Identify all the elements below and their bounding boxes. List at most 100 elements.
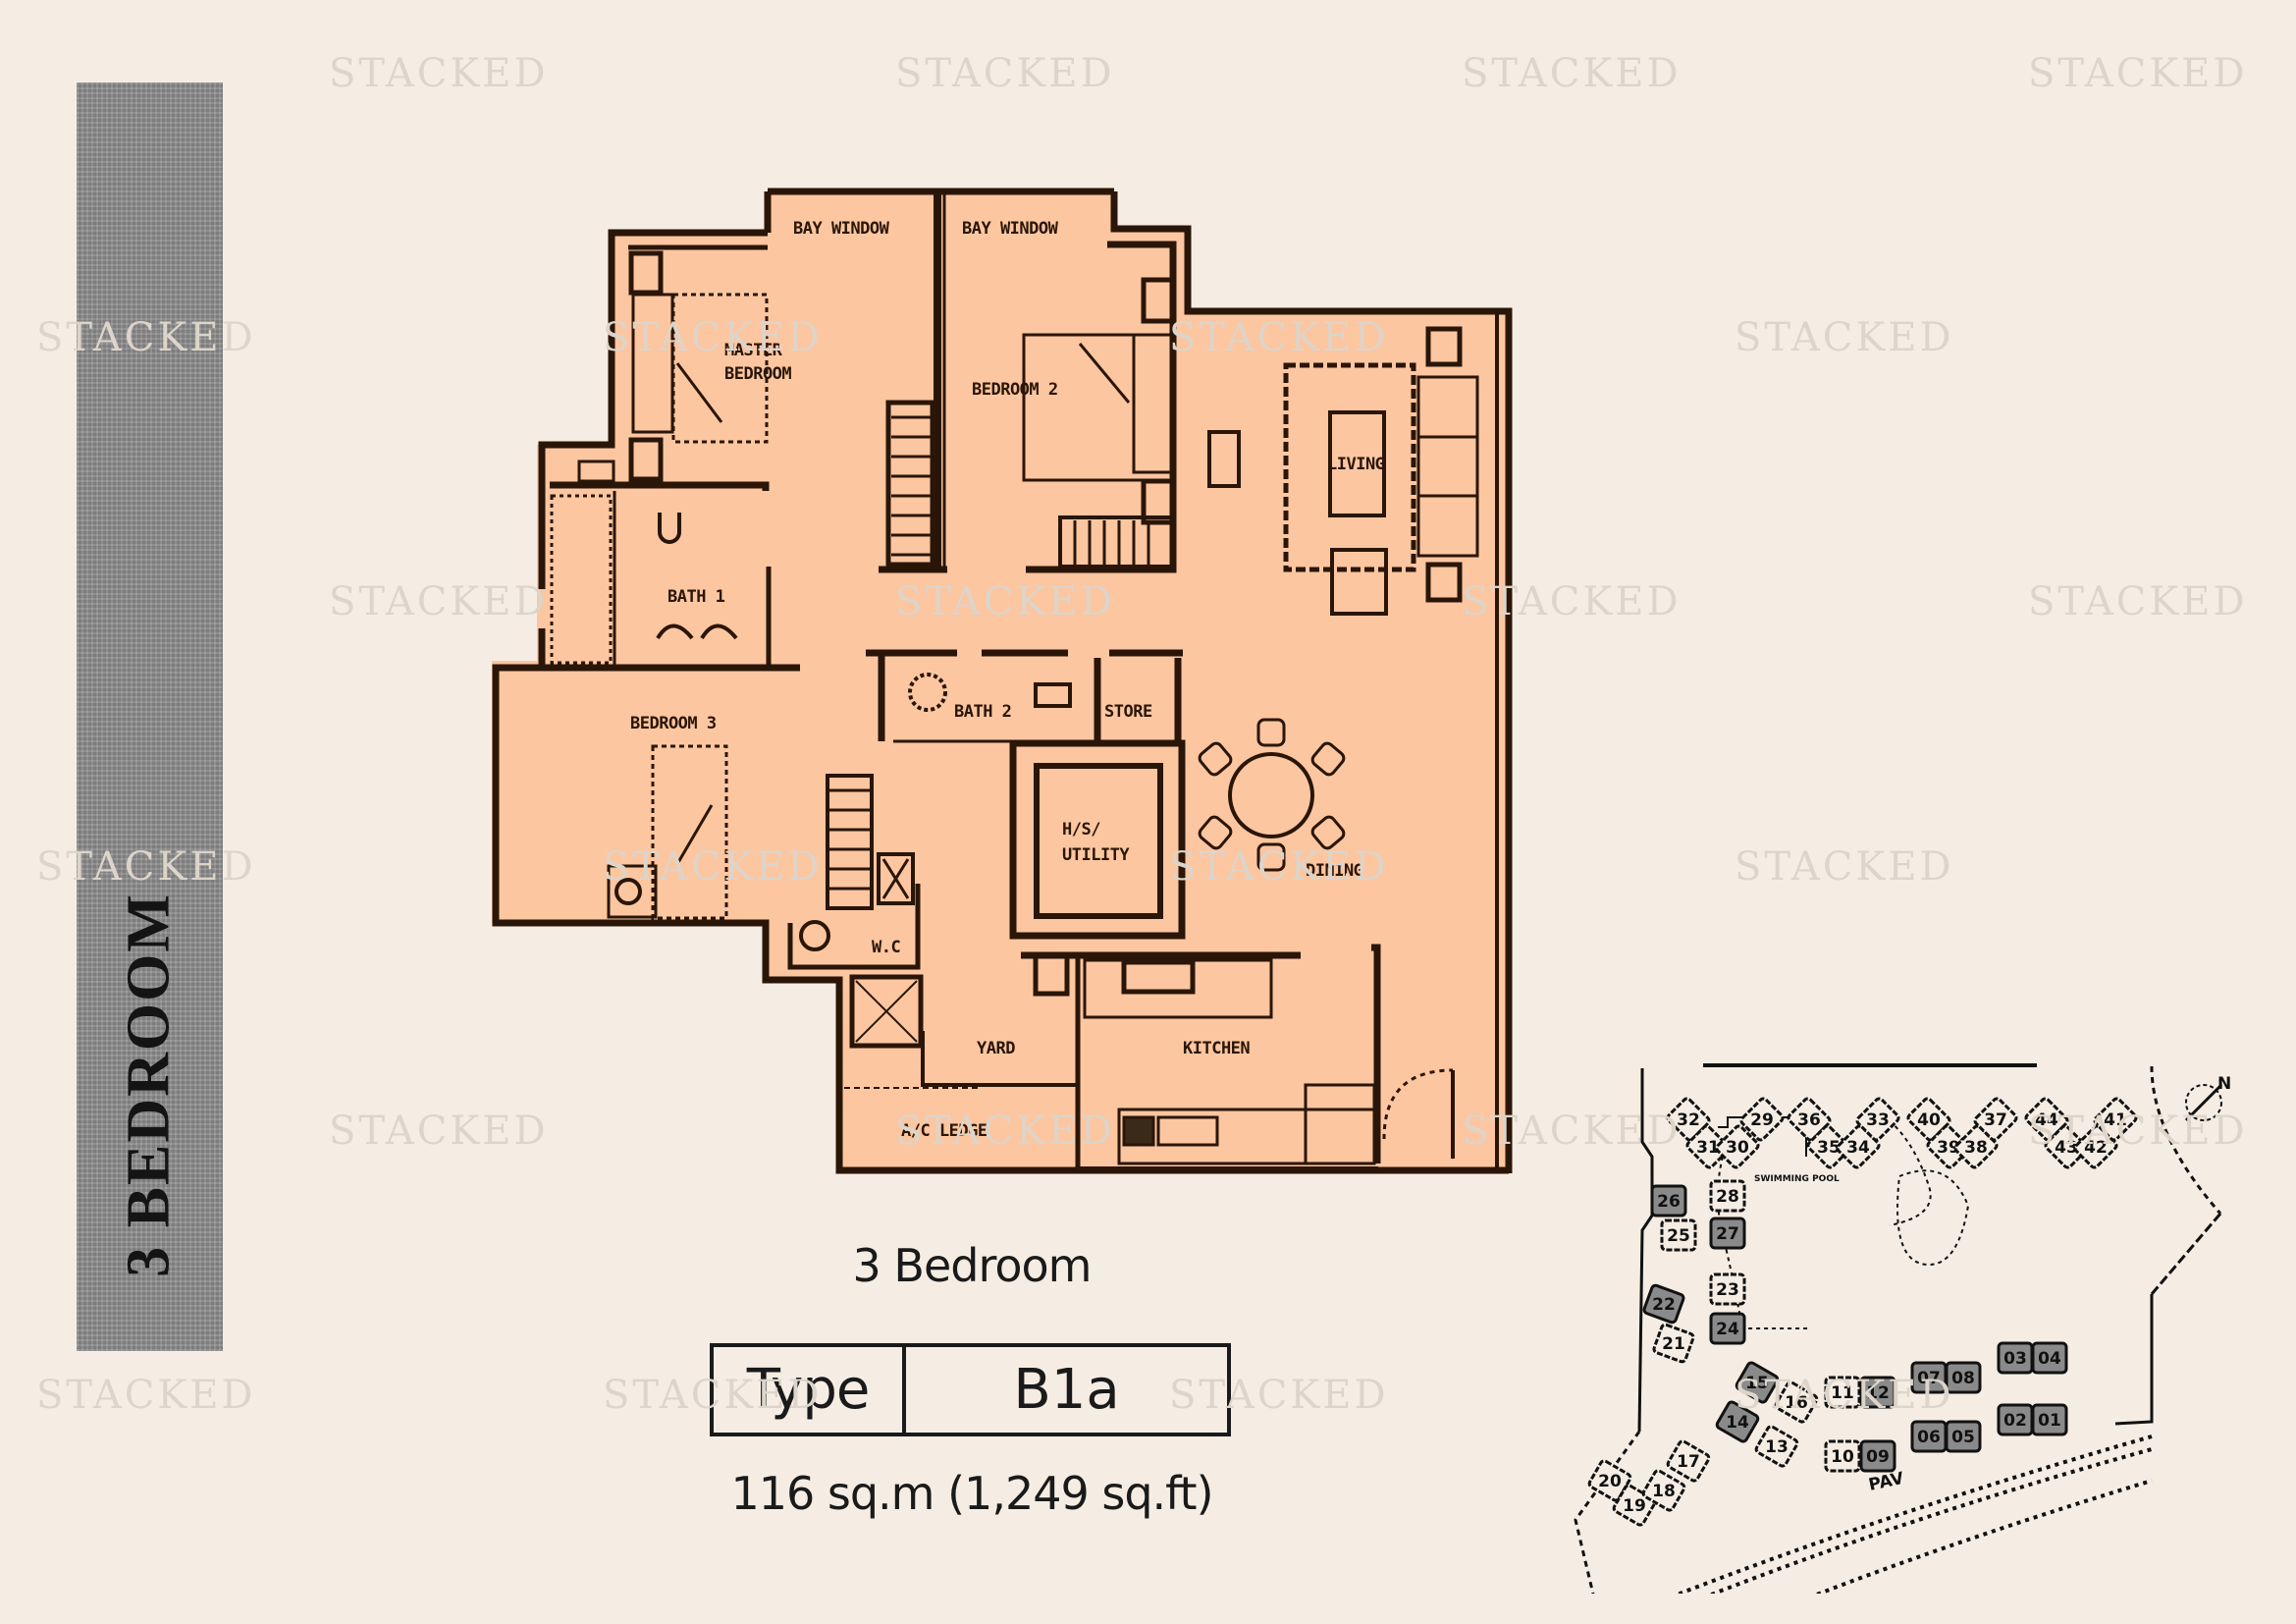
- unit-type-value: B1a: [1013, 1358, 1120, 1422]
- svg-text:30: 30: [1726, 1138, 1749, 1158]
- label-bedroom-2: BEDROOM 2: [972, 380, 1058, 400]
- site-block: 07: [1910, 1361, 1948, 1394]
- svg-text:14: 14: [1726, 1413, 1749, 1433]
- unit-type-label: Type: [714, 1347, 906, 1433]
- label-bath-1: BATH 1: [667, 587, 725, 607]
- label-bay-window-1: BAY WINDOW: [793, 219, 890, 239]
- label-kitchen: KITCHEN: [1183, 1039, 1250, 1058]
- svg-text:03: 03: [2003, 1349, 2027, 1369]
- site-block: 36: [1787, 1097, 1832, 1142]
- svg-text:10: 10: [1831, 1447, 1854, 1467]
- site-block: 10: [1824, 1439, 1861, 1473]
- svg-text:39: 39: [1937, 1138, 1960, 1158]
- site-block: 33: [1855, 1097, 1900, 1142]
- site-block: 31: [1685, 1124, 1731, 1169]
- unit-type-box: Type B1a: [710, 1343, 1231, 1436]
- svg-text:38: 38: [1964, 1138, 1988, 1158]
- site-pool-label: SWIMMING POOL: [1754, 1174, 1840, 1184]
- label-master-bedroom-2: BEDROOM: [724, 364, 791, 384]
- svg-text:26: 26: [1657, 1192, 1681, 1212]
- site-block: 23: [1709, 1272, 1746, 1306]
- site-block: 14: [1715, 1400, 1760, 1443]
- svg-text:31: 31: [1696, 1138, 1720, 1158]
- site-block: 34: [1836, 1124, 1881, 1169]
- site-block: 26: [1650, 1184, 1687, 1218]
- floor-plan-labels: BAY WINDOW BAY WINDOW MASTER BEDROOM BED…: [630, 219, 1385, 1141]
- svg-text:19: 19: [1623, 1496, 1646, 1516]
- label-dining: DINING: [1306, 861, 1363, 881]
- site-block: 12: [1859, 1376, 1896, 1409]
- label-store: STORE: [1104, 702, 1152, 722]
- site-block: 15: [1735, 1361, 1780, 1404]
- compass-north-label: N: [2217, 1074, 2231, 1094]
- unit-caption: 3 Bedroom: [852, 1239, 1093, 1292]
- svg-text:22: 22: [1652, 1295, 1676, 1315]
- site-block: 25: [1660, 1218, 1697, 1252]
- site-block: 16: [1774, 1380, 1819, 1424]
- svg-text:06: 06: [1917, 1428, 1941, 1447]
- site-block: 08: [1945, 1361, 1982, 1394]
- svg-text:42: 42: [2084, 1138, 2108, 1158]
- svg-text:41: 41: [2104, 1110, 2127, 1130]
- label-yard: YARD: [977, 1039, 1015, 1058]
- svg-text:43: 43: [2055, 1138, 2078, 1158]
- svg-text:01: 01: [2038, 1411, 2061, 1431]
- svg-text:15: 15: [1745, 1374, 1769, 1393]
- site-block: 11: [1824, 1376, 1861, 1409]
- svg-text:44: 44: [2035, 1110, 2058, 1130]
- label-bedroom-3: BEDROOM 3: [630, 714, 717, 733]
- svg-text:16: 16: [1785, 1393, 1808, 1413]
- site-block: 09: [1859, 1439, 1896, 1473]
- label-bath-2: BATH 2: [954, 702, 1011, 722]
- compass-icon: N: [2184, 1074, 2231, 1122]
- label-master-bedroom-1: MASTER: [724, 341, 783, 360]
- svg-text:37: 37: [1984, 1110, 2007, 1130]
- side-title-bar: [77, 82, 223, 1351]
- svg-text:20: 20: [1598, 1472, 1622, 1491]
- site-block: 39: [1926, 1124, 1971, 1169]
- site-block: 04: [2031, 1341, 2068, 1375]
- svg-text:18: 18: [1652, 1482, 1676, 1501]
- svg-text:12: 12: [1866, 1383, 1890, 1403]
- svg-text:09: 09: [1866, 1447, 1890, 1467]
- floor-plan-walls: [492, 188, 1513, 1174]
- svg-text:13: 13: [1765, 1437, 1789, 1457]
- site-block: 02: [1997, 1403, 2034, 1436]
- site-block: 03: [1997, 1341, 2034, 1375]
- site-block: 29: [1739, 1097, 1785, 1142]
- site-block: 30: [1715, 1124, 1760, 1169]
- site-block: 35: [1806, 1124, 1851, 1169]
- svg-text:25: 25: [1667, 1226, 1690, 1246]
- site-block: 17: [1666, 1439, 1711, 1483]
- site-block: 27: [1709, 1217, 1746, 1250]
- site-block: 06: [1910, 1420, 1948, 1453]
- svg-text:24: 24: [1716, 1320, 1739, 1339]
- site-block: 37: [1973, 1097, 2018, 1142]
- svg-text:21: 21: [1662, 1334, 1685, 1354]
- svg-text:27: 27: [1716, 1224, 1739, 1244]
- label-household-shelter-2: UTILITY: [1062, 845, 1130, 865]
- svg-text:11: 11: [1831, 1383, 1854, 1403]
- site-block: 20: [1587, 1459, 1632, 1502]
- site-block: 24: [1709, 1312, 1746, 1345]
- svg-text:07: 07: [1917, 1369, 1941, 1388]
- floor-plan-furniture: [550, 250, 1479, 1165]
- svg-text:17: 17: [1677, 1452, 1700, 1472]
- svg-text:32: 32: [1677, 1110, 1700, 1130]
- unit-area: 116 sq.m (1,249 sq.ft): [730, 1467, 1213, 1520]
- label-living: LIVING: [1327, 455, 1385, 474]
- svg-text:29: 29: [1750, 1110, 1774, 1130]
- site-block: 21: [1652, 1323, 1695, 1364]
- site-block: 13: [1754, 1425, 1799, 1468]
- label-wc: W.C: [872, 938, 900, 957]
- svg-text:40: 40: [1917, 1110, 1941, 1130]
- label-household-shelter-1: H/S/: [1062, 820, 1100, 839]
- site-block: 28: [1709, 1179, 1746, 1213]
- label-bay-window-2: BAY WINDOW: [962, 219, 1059, 239]
- svg-text:04: 04: [2038, 1349, 2061, 1369]
- label-ac-ledge: A/C LEDGE: [901, 1121, 988, 1141]
- svg-text:02: 02: [2003, 1411, 2027, 1431]
